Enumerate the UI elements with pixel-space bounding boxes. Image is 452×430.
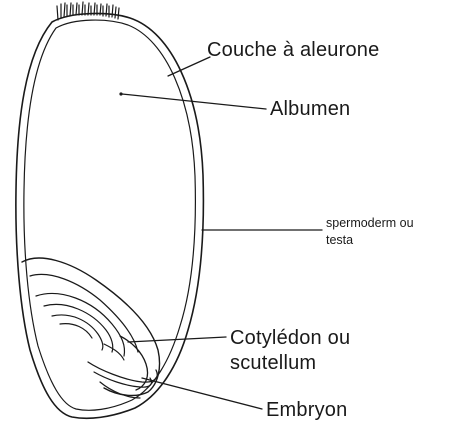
embryo-fold bbox=[104, 344, 124, 360]
cotyledon-curve-4 bbox=[60, 324, 92, 338]
aleurone-layer bbox=[24, 20, 196, 410]
seed-coat-outer bbox=[16, 13, 204, 418]
label-aleurone: Couche à aleurone bbox=[207, 40, 379, 60]
leader-embryon bbox=[142, 378, 262, 409]
label-cotyledon-line2: scutellum bbox=[230, 353, 316, 373]
label-spermoderm-line2: testa bbox=[326, 234, 353, 247]
leader-cotyledon bbox=[128, 337, 226, 342]
cotyledon-curve-1 bbox=[36, 294, 125, 356]
label-spermoderm-line1: spermoderm ou bbox=[326, 217, 414, 230]
label-embryon: Embryon bbox=[266, 400, 347, 420]
label-cotyledon-line1: Cotylédon ou bbox=[230, 328, 350, 348]
label-albumen: Albumen bbox=[270, 99, 350, 119]
albumen-point bbox=[119, 92, 122, 95]
cotyledon-curve-3 bbox=[52, 315, 103, 350]
